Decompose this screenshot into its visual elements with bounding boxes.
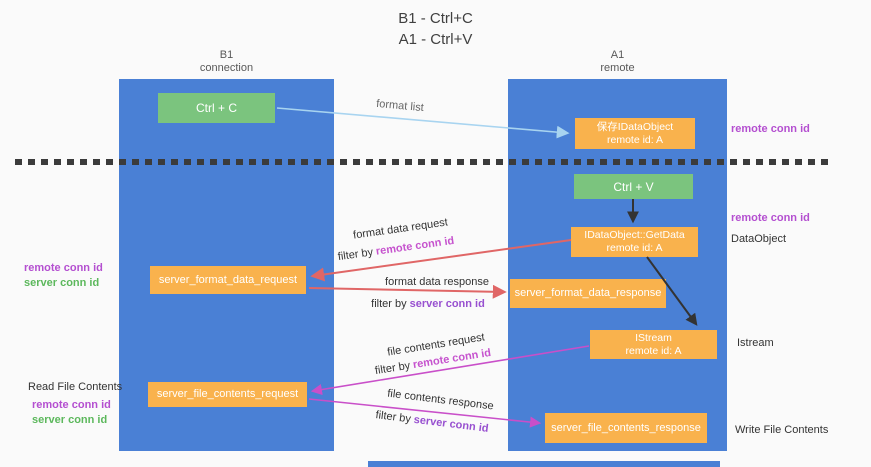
left-lifeline-name: B1 [219,49,234,61]
right-lifeline-header: A1 remote [508,49,727,75]
istream-box: IStream remote id: A [590,330,717,359]
left-server-conn-id-label-2: server conn id [32,414,108,426]
left-lifeline-role: connection [199,62,254,74]
right-lifeline-name: A1 [610,49,625,61]
saved-dataobject-line2: remote id: A [606,133,664,146]
server-format-data-response-box: server_format_data_response [510,279,666,308]
left-lifeline-header: B1 connection [119,49,334,75]
format-data-response-arrow [308,284,507,299]
server-file-contents-request-label: server_file_contents_request [156,388,299,400]
right-lifeline-role: remote [600,62,635,74]
getdata-line2: remote id: A [606,242,663,254]
format-data-response-label: format data response [385,276,489,288]
server-file-contents-response-box: server_file_contents_response [545,413,707,443]
server-conn-id-text: server conn id [413,413,490,435]
filter-by-text: filter by [371,298,407,310]
ctrl-c-box: Ctrl + C [158,93,275,123]
server-format-data-request-label: server_format_data_request [158,273,298,286]
left-server-conn-id-label: server conn id [24,277,100,289]
dataobject-label: DataObject [731,233,787,245]
filter-by-text: filter by [374,359,412,378]
remote-conn-id-text: remote conn id [375,234,455,258]
title-line-2: A1 - Ctrl+V [398,31,473,48]
read-file-contents-label: Read File Contents [28,381,123,393]
istream-side-label: Istream [737,337,774,349]
format-list-label: format list [375,97,425,115]
left-remote-conn-id-label-2: remote conn id [32,399,111,411]
ctrl-v-box: Ctrl + V [574,174,693,199]
bottom-partial-shape [368,461,720,467]
istream-line2: remote id: A [625,344,682,357]
page-title: B1 - Ctrl+C A1 - Ctrl+V [0,8,871,50]
server-format-data-request-box: server_format_data_request [150,266,306,294]
server-file-contents-response-label: server_file_contents_response [551,421,701,434]
ctrl-c-label: Ctrl + C [195,101,237,115]
title-line-1: B1 - Ctrl+C [398,10,473,27]
ctrl-v-label: Ctrl + V [613,179,654,194]
saved-dataobject-line1: 保存IDataObject [596,120,674,133]
right-remote-conn-id-label-mid: remote conn id [731,212,810,224]
istream-line1: IStream [635,331,672,344]
getdata-box: IDataObject::GetData remote id: A [571,227,698,257]
server-file-contents-request-box: server_file_contents_request [148,382,307,407]
saved-dataobject-box: 保存IDataObject remote id: A [575,118,695,149]
filter-by-text: filter by [337,246,374,264]
server-conn-id-text: server conn id [409,298,485,310]
write-file-contents-label: Write File Contents [735,424,829,436]
filter-by-text: filter by [374,409,412,426]
server-format-data-response-label: server_format_data_response [514,287,662,299]
right-remote-conn-id-label-top: remote conn id [731,123,810,135]
left-remote-conn-id-label: remote conn id [24,262,103,274]
getdata-line1: IDataObject::GetData [584,229,685,241]
